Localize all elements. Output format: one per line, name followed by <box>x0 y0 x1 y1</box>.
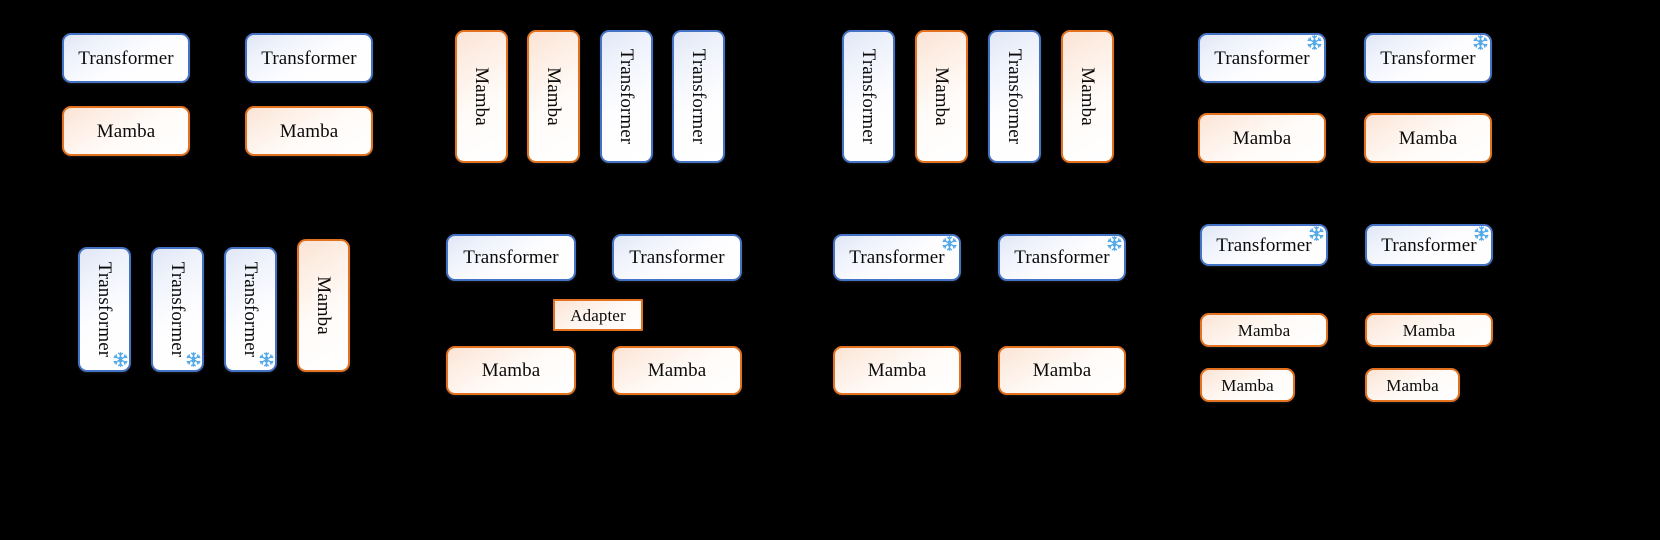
mamba-block[interactable]: Mamba <box>1200 368 1295 402</box>
transformer-block-label: Transformer <box>78 47 174 69</box>
mamba-block-label: Mamba <box>1398 127 1458 149</box>
transformer-block[interactable]: Transformer <box>998 234 1126 281</box>
transformer-block[interactable]: Transformer <box>600 30 653 163</box>
mamba-block-label: Mamba <box>1221 375 1274 395</box>
adapter-block[interactable]: Adapter <box>553 299 643 331</box>
transformer-block-label: Transformer <box>629 247 725 268</box>
transformer-block-label: Transformer <box>1014 247 1110 268</box>
transformer-block[interactable]: Transformer <box>446 234 576 281</box>
transformer-block-label: Transformer <box>849 247 945 268</box>
transformer-block-label: Transformer <box>1216 234 1312 256</box>
mamba-block[interactable]: Mamba <box>297 239 350 372</box>
mamba-block[interactable]: Mamba <box>527 30 580 163</box>
transformer-block[interactable]: Transformer <box>1364 33 1492 83</box>
transformer-block[interactable]: Transformer <box>1365 224 1493 266</box>
transformer-block[interactable]: Transformer <box>833 234 961 281</box>
transformer-block[interactable]: Transformer <box>62 33 190 83</box>
mamba-block[interactable]: Mamba <box>998 346 1126 395</box>
transformer-block[interactable]: Transformer <box>842 30 895 163</box>
mamba-block-label: Mamba <box>279 120 339 142</box>
mamba-block-label: Mamba <box>481 360 541 381</box>
mamba-block-label: Mamba <box>96 120 156 142</box>
mamba-block-label: Mamba <box>867 360 927 381</box>
mamba-block-label: Mamba <box>647 360 707 381</box>
mamba-block[interactable]: Mamba <box>612 346 742 395</box>
transformer-block-label: Transformer <box>261 47 357 69</box>
mamba-block-label: Mamba <box>1402 320 1456 340</box>
mamba-block[interactable]: Mamba <box>1198 113 1326 163</box>
mamba-block[interactable]: Mamba <box>915 30 968 163</box>
mamba-block[interactable]: Mamba <box>1365 313 1493 347</box>
transformer-block[interactable]: Transformer <box>988 30 1041 163</box>
mamba-block-label: Mamba <box>1386 375 1439 395</box>
mamba-block[interactable]: Mamba <box>62 106 190 156</box>
transformer-block-label: Transformer <box>1214 47 1310 69</box>
transformer-block-label: Transformer <box>463 247 559 268</box>
mamba-block[interactable]: Mamba <box>446 346 576 395</box>
mamba-block[interactable]: Mamba <box>455 30 508 163</box>
mamba-block-label: Mamba <box>1232 127 1292 149</box>
mamba-block[interactable]: Mamba <box>1200 313 1328 347</box>
mamba-block-label: Mamba <box>1032 360 1092 381</box>
transformer-block-label: Transformer <box>1381 234 1477 256</box>
mamba-block[interactable]: Mamba <box>1061 30 1114 163</box>
transformer-block[interactable]: Transformer <box>672 30 725 163</box>
transformer-block[interactable]: Transformer <box>1200 224 1328 266</box>
mamba-block[interactable]: Mamba <box>833 346 961 395</box>
transformer-block[interactable]: Transformer <box>1198 33 1326 83</box>
mamba-block[interactable]: Mamba <box>1365 368 1460 402</box>
adapter-block-label: Adapter <box>570 305 626 325</box>
transformer-block[interactable]: Transformer <box>245 33 373 83</box>
transformer-block[interactable]: Transformer <box>612 234 742 281</box>
mamba-block[interactable]: Mamba <box>245 106 373 156</box>
transformer-block-label: Transformer <box>1380 47 1476 69</box>
mamba-block[interactable]: Mamba <box>1364 113 1492 163</box>
mamba-block-label: Mamba <box>1237 320 1291 340</box>
